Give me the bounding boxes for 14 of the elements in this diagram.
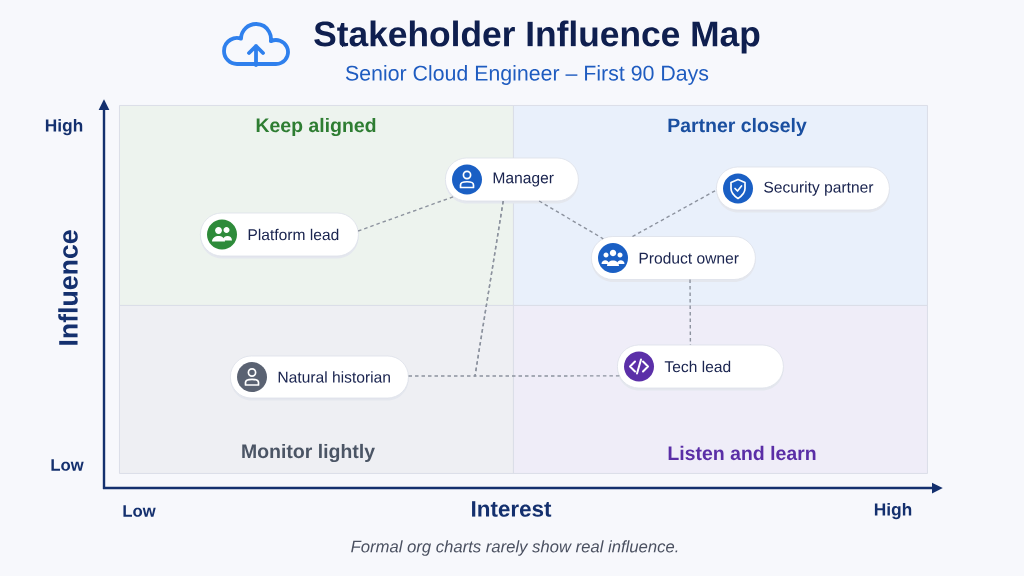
axis-end-label: Low [123,505,156,517]
axis-title: Influence [58,230,78,345]
connector-line [689,278,692,346]
connector-line [474,200,621,377]
connector-line [631,189,718,238]
connector-line [538,200,604,240]
caption: Formal org charts rarely show real influence. [351,540,678,556]
connector-line [357,195,455,232]
axis-end-label: High [45,118,83,136]
title: Stakeholder Influence Map [314,20,760,54]
axis-end-label: High [874,502,912,520]
axis-title: Interest [472,501,552,517]
subtitle: Senior Cloud Engineer – First 90 Days [345,65,709,85]
axis-end-label: Low [51,459,84,471]
